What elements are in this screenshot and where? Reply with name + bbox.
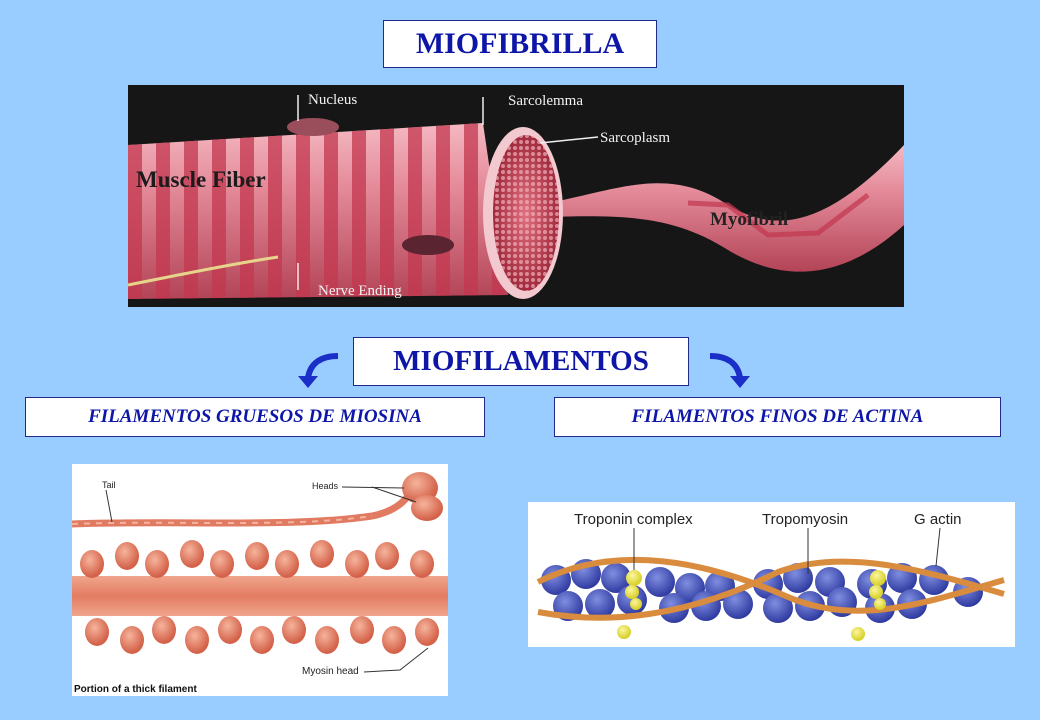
sarcolemma-label: Sarcolemma [508,93,583,109]
thick-filament-rod [72,576,448,616]
thick-filaments-label: FILAMENTOS GRUESOS DE MIOSINA [25,397,485,437]
myosin-svg: Tail Heads Myosin head Portion of a thic… [72,464,448,696]
myosin-figure: Tail Heads Myosin head Portion of a thic… [72,464,448,696]
muscle-fiber-figure: Nucleus Sarcolemma Sarcoplasm Muscle Fib… [128,85,904,307]
heads-label: Heads [312,481,339,491]
actin-figure: Troponin complex Tropomyosin G actin [528,502,1015,647]
nucleus-shape [287,118,339,136]
muscle-fiber-svg: Nucleus Sarcolemma Sarcoplasm Muscle Fib… [128,85,904,307]
nucleus-label: Nucleus [308,92,357,108]
nucleus-shape-lower [402,235,454,255]
muscle-fiber-label: Muscle Fiber [136,167,266,192]
myosin-heads-row [80,540,439,654]
curved-arrow-left-icon [298,353,339,388]
thick-filament-caption: Portion of a thick filament [74,684,197,695]
curved-arrow-right-icon [709,353,750,388]
g-actin-label: G actin [914,511,962,528]
actin-svg: Troponin complex Tropomyosin G actin [528,502,1015,647]
myofibril-ribbon [548,145,904,272]
tropomyosin-strand-2 [537,558,1005,621]
tropomyosin-label: Tropomyosin [762,511,848,528]
myosin-head-label: Myosin head [302,666,359,677]
nerve-ending-shape [128,255,279,287]
sarcoplasm-label: Sarcoplasm [600,130,670,146]
myosin-head-bottom [411,495,443,521]
tropomyosin-strand-1 [536,556,1005,614]
page-title: MIOFIBRILLA [383,20,657,68]
nerve-ending-label: Nerve Ending [318,283,402,299]
miofilamentos-title: MIOFILAMENTOS [353,337,689,386]
tail-label: Tail [102,480,116,490]
troponin-label: Troponin complex [574,511,693,528]
thin-filaments-label: FILAMENTOS FINOS DE ACTINA [554,397,1001,437]
myofibril-label: Myofibril [710,209,788,230]
troponin-complexes [617,570,886,641]
